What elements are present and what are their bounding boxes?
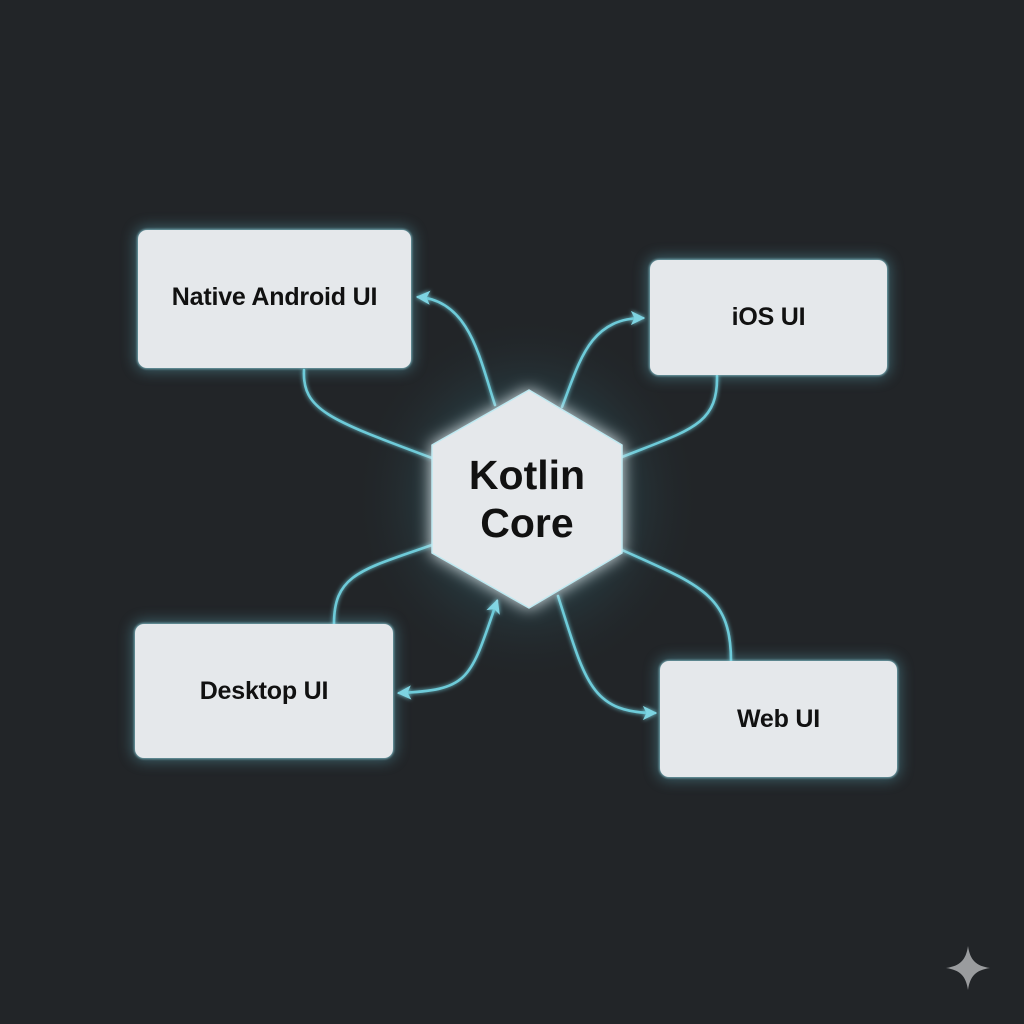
- edge-desktop-to-core: [332, 543, 434, 626]
- edge-core-to-android: [415, 290, 497, 407]
- node-desktop-ui[interactable]: Desktop UI: [135, 624, 393, 758]
- sparkle-icon: [946, 946, 990, 990]
- node-ios-ui[interactable]: iOS UI: [650, 260, 887, 375]
- hub-label-line1: Kotlin: [468, 452, 586, 498]
- node-label: iOS UI: [731, 303, 806, 331]
- hub-hexagon[interactable]: [431, 389, 623, 609]
- edge-android-to-core: [302, 368, 434, 460]
- node-label: Native Android UI: [171, 282, 378, 311]
- hub-label-line2: Core: [480, 500, 574, 546]
- edge-core-to-web: [556, 594, 658, 721]
- node-label: Web UI: [736, 704, 821, 733]
- hub-label: Kotlin Core: [432, 390, 622, 608]
- edge-desktop-core-bidirectional: [396, 598, 500, 700]
- node-web-ui[interactable]: Web UI: [660, 661, 897, 777]
- node-native-android-ui[interactable]: Native Android UI: [138, 230, 411, 368]
- node-label: Desktop UI: [199, 676, 329, 705]
- edge-core-to-ios: [560, 310, 646, 409]
- edge-ios-to-core: [620, 374, 719, 459]
- edge-core-to-web-top: [620, 548, 733, 663]
